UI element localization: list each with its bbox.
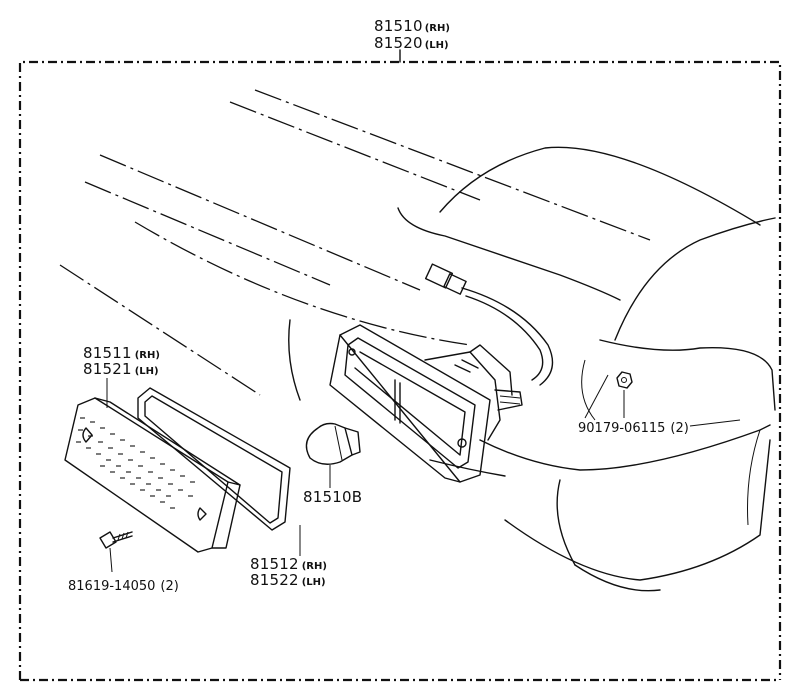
gasket (137, 387, 291, 531)
bulb (305, 422, 361, 465)
assembly-label-lh: 81520(LH) (374, 34, 449, 52)
lens-part-lh: 81521 (83, 360, 132, 378)
assembly-suffix-lh: (LH) (425, 40, 449, 51)
assembly-label-rh: 81510(RH) (374, 17, 450, 35)
nut-label: 90179-06115 (2) (578, 421, 689, 436)
bumper-outline (59, 89, 776, 592)
nut (616, 371, 633, 389)
screw-part: 81619-14050 (68, 579, 155, 594)
gasket-suffix-rh: (RH) (302, 561, 327, 572)
assembly-part-rh: 81510 (374, 17, 423, 35)
lens-label-rh: 81511(RH) (83, 344, 160, 362)
assembly-part-lh: 81520 (374, 34, 423, 52)
gasket-label-rh: 81512(RH) (250, 555, 327, 573)
leader-lines (106, 374, 741, 573)
gasket-part-lh: 81522 (250, 571, 299, 589)
gasket-label-lh: 81522(LH) (250, 571, 326, 589)
assembly-frame (18, 49, 782, 682)
lens-part-rh: 81511 (83, 344, 132, 362)
lens-prism-pattern (76, 417, 195, 509)
bulb-label: 81510B (303, 488, 362, 506)
assembly-suffix-rh: (RH) (425, 23, 450, 34)
lens-suffix-lh: (LH) (135, 366, 159, 377)
lens (64, 397, 241, 553)
lens-suffix-rh: (RH) (135, 350, 160, 361)
gasket-suffix-lh: (LH) (302, 577, 326, 588)
nut-part: 90179-06115 (578, 421, 665, 436)
lamp-housing (329, 324, 523, 483)
nut-qty: (2) (670, 421, 688, 436)
screw (99, 531, 133, 549)
wire-harness (424, 263, 554, 386)
screw-label: 81619-14050 (2) (68, 579, 179, 594)
screw-qty: (2) (160, 579, 178, 594)
lens-label-lh: 81521(LH) (83, 360, 159, 378)
gasket-part-rh: 81512 (250, 555, 299, 573)
